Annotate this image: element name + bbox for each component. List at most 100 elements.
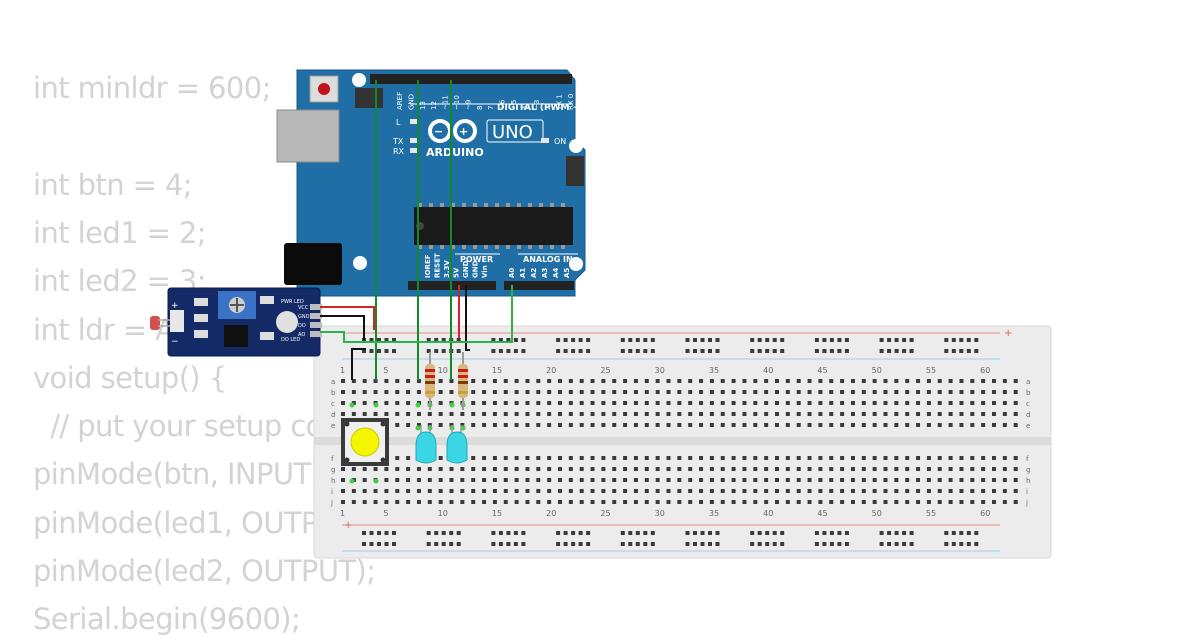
- breadboard-hole[interactable]: [742, 478, 747, 482]
- breadboard-hole[interactable]: [558, 423, 562, 427]
- rail-hole[interactable]: [650, 338, 655, 342]
- breadboard-hole[interactable]: [818, 390, 823, 394]
- rail-hole[interactable]: [377, 542, 381, 546]
- rail-hole[interactable]: [650, 531, 655, 535]
- rail-hole[interactable]: [426, 542, 431, 546]
- breadboard-hole[interactable]: [785, 467, 790, 471]
- breadboard-hole[interactable]: [579, 390, 584, 394]
- breadboard-hole[interactable]: [568, 489, 573, 493]
- rail-hole[interactable]: [498, 349, 503, 353]
- breadboard-hole[interactable]: [1013, 401, 1018, 405]
- rail-hole[interactable]: [643, 531, 648, 535]
- rail-hole[interactable]: [814, 349, 819, 353]
- breadboard-hole[interactable]: [438, 412, 443, 416]
- breadboard-hole[interactable]: [482, 401, 487, 405]
- breadboard-hole[interactable]: [666, 456, 671, 460]
- breadboard-hole[interactable]: [362, 390, 367, 394]
- rail-hole[interactable]: [571, 542, 576, 546]
- breadboard-hole[interactable]: [850, 500, 855, 504]
- breadboard-hole[interactable]: [840, 401, 845, 405]
- breadboard-hole[interactable]: [731, 467, 736, 471]
- rail-hole[interactable]: [426, 349, 431, 353]
- breadboard-hole[interactable]: [753, 379, 758, 383]
- rail-hole[interactable]: [685, 338, 690, 342]
- breadboard-hole[interactable]: [731, 478, 736, 482]
- breadboard-hole[interactable]: [775, 500, 779, 504]
- rail-hole[interactable]: [571, 338, 576, 342]
- breadboard-hole[interactable]: [785, 401, 790, 405]
- breadboard-hole[interactable]: [861, 390, 866, 394]
- breadboard-hole[interactable]: [601, 390, 606, 394]
- breadboard-hole[interactable]: [590, 390, 595, 394]
- rail-hole[interactable]: [909, 338, 914, 342]
- breadboard-hole[interactable]: [753, 390, 758, 394]
- rail-hole[interactable]: [974, 338, 979, 342]
- breadboard-hole[interactable]: [677, 401, 682, 405]
- breadboard-hole[interactable]: [655, 390, 660, 394]
- breadboard-hole[interactable]: [883, 489, 888, 493]
- breadboard-hole[interactable]: [709, 489, 714, 493]
- breadboard-hole[interactable]: [720, 489, 725, 493]
- breadboard-hole[interactable]: [926, 423, 931, 427]
- breadboard-hole[interactable]: [850, 456, 855, 460]
- breadboard-hole[interactable]: [406, 467, 411, 471]
- rail-hole[interactable]: [944, 338, 949, 342]
- breadboard-hole[interactable]: [503, 423, 508, 427]
- breadboard-hole[interactable]: [937, 401, 942, 405]
- breadboard-hole[interactable]: [905, 478, 910, 482]
- breadboard-hole[interactable]: [384, 401, 389, 405]
- breadboard-hole[interactable]: [807, 478, 812, 482]
- rail-hole[interactable]: [693, 531, 697, 535]
- breadboard-hole[interactable]: [872, 467, 877, 471]
- breadboard-hole[interactable]: [883, 412, 888, 416]
- rail-hole[interactable]: [822, 338, 827, 342]
- breadboard-hole[interactable]: [341, 379, 345, 383]
- breadboard-hole[interactable]: [720, 456, 725, 460]
- breadboard-hole[interactable]: [926, 456, 931, 460]
- breadboard-hole[interactable]: [612, 456, 617, 460]
- breadboard-hole[interactable]: [655, 489, 660, 493]
- breadboard-hole[interactable]: [807, 412, 812, 416]
- breadboard-hole[interactable]: [449, 390, 454, 394]
- breadboard-hole[interactable]: [829, 478, 834, 482]
- breadboard-hole[interactable]: [525, 379, 530, 383]
- rail-hole[interactable]: [844, 531, 849, 535]
- rail-hole[interactable]: [765, 531, 770, 535]
- breadboard-hole[interactable]: [482, 489, 487, 493]
- breadboard-hole[interactable]: [926, 467, 931, 471]
- breadboard-hole[interactable]: [959, 379, 964, 383]
- breadboard-hole[interactable]: [644, 478, 649, 482]
- breadboard-hole[interactable]: [699, 467, 704, 471]
- rail-hole[interactable]: [829, 542, 834, 546]
- rail-hole[interactable]: [620, 542, 625, 546]
- breadboard-hole[interactable]: [503, 412, 508, 416]
- breadboard-hole[interactable]: [514, 412, 519, 416]
- rail-hole[interactable]: [708, 542, 712, 546]
- breadboard-hole[interactable]: [449, 412, 454, 416]
- breadboard-hole[interactable]: [351, 390, 356, 394]
- breadboard-hole[interactable]: [688, 478, 693, 482]
- breadboard-hole[interactable]: [970, 489, 975, 493]
- breadboard-hole[interactable]: [384, 390, 389, 394]
- breadboard-hole[interactable]: [970, 401, 975, 405]
- breadboard-hole[interactable]: [427, 412, 432, 416]
- breadboard-hole[interactable]: [720, 478, 725, 482]
- breadboard-hole[interactable]: [558, 401, 562, 405]
- breadboard-hole[interactable]: [362, 412, 367, 416]
- breadboard-hole[interactable]: [937, 390, 942, 394]
- rail-hole[interactable]: [521, 349, 526, 353]
- breadboard-hole[interactable]: [438, 489, 443, 493]
- breadboard-hole[interactable]: [568, 401, 573, 405]
- digital-header-left[interactable]: [370, 74, 485, 84]
- breadboard-hole[interactable]: [590, 478, 595, 482]
- breadboard-hole[interactable]: [536, 390, 541, 394]
- ldr-pin[interactable]: [310, 313, 322, 319]
- breadboard-hole[interactable]: [373, 390, 378, 394]
- breadboard-hole[interactable]: [688, 401, 693, 405]
- breadboard-hole[interactable]: [742, 390, 747, 394]
- rail-hole[interactable]: [498, 531, 503, 535]
- breadboard-hole[interactable]: [503, 390, 508, 394]
- rail-hole[interactable]: [620, 349, 625, 353]
- rail-hole[interactable]: [772, 349, 777, 353]
